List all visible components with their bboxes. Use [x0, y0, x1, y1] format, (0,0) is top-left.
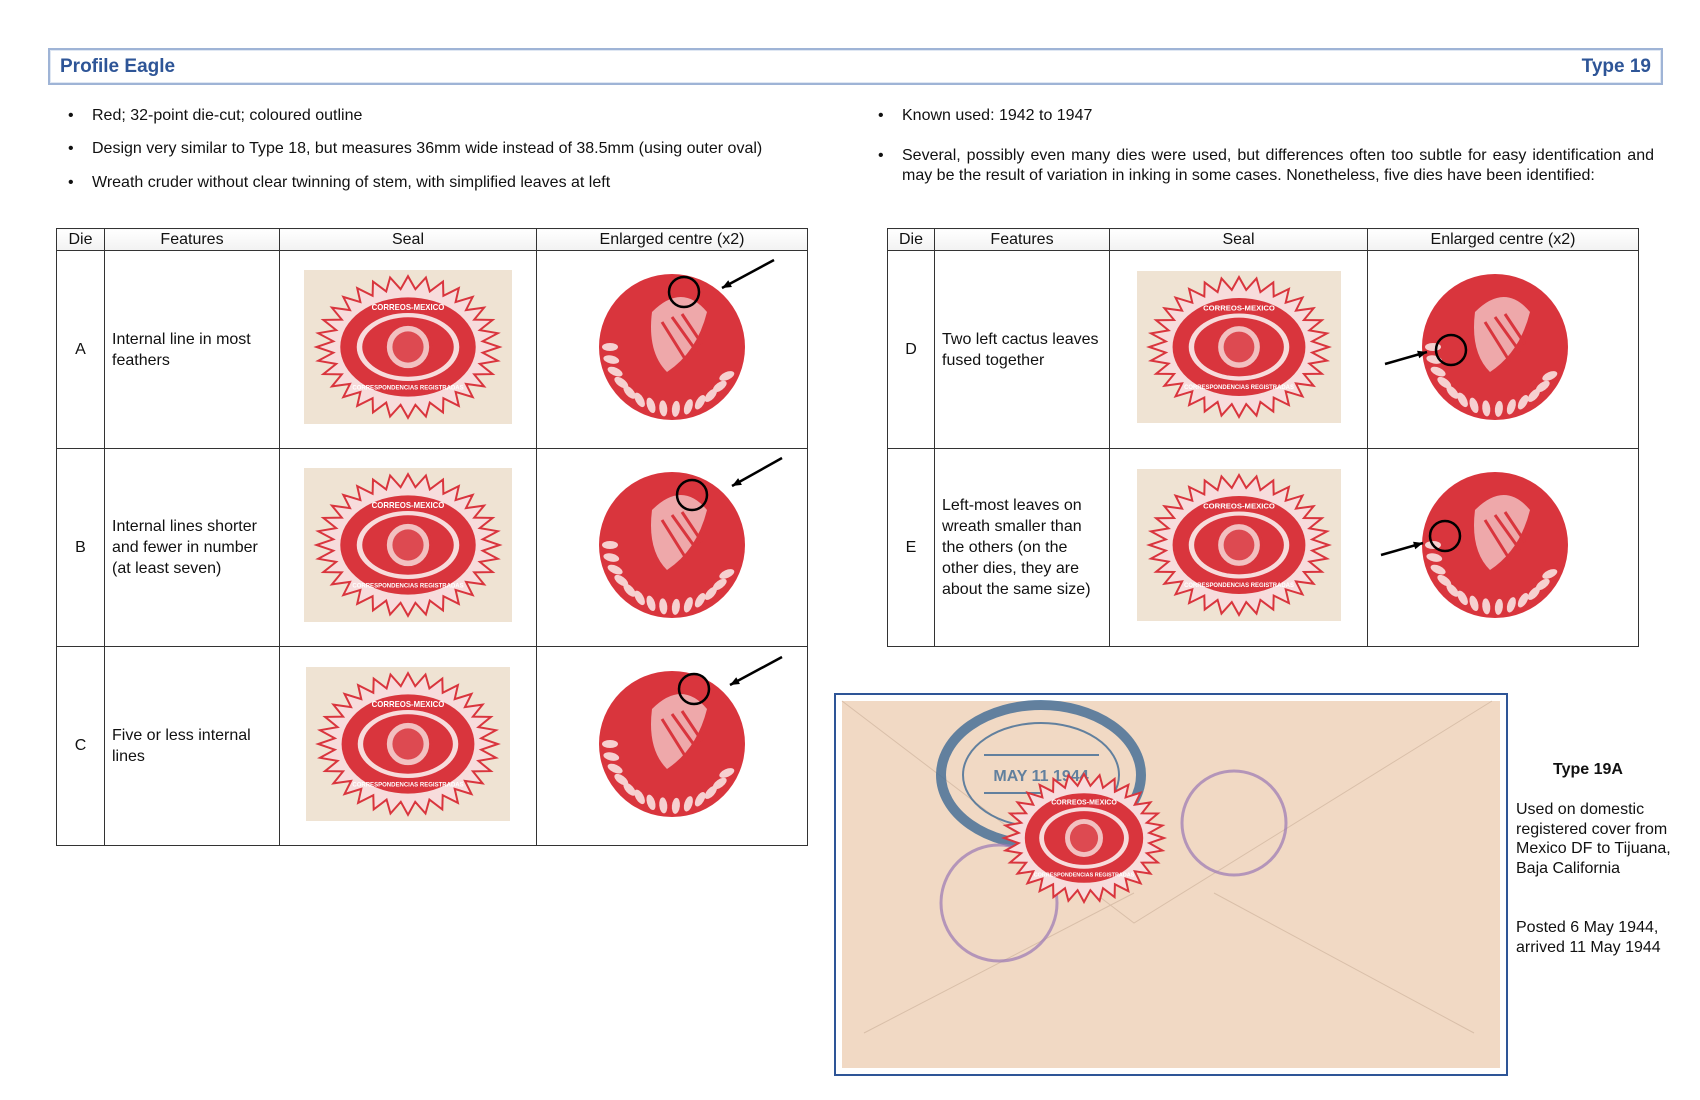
postmark-date: MAY 11 1944	[993, 768, 1088, 785]
cover-image: MAY 11 1944 CORREOS-MEXICO CORRESPONDENC…	[834, 693, 1508, 1076]
features-text: Internal line in most feathers	[104, 250, 280, 449]
bullet: Red; 32-point die-cut; coloured outline	[68, 106, 362, 126]
svg-text:CORRESPONDENCIAS REGISTRADAS: CORRESPONDENCIAS REGISTRADAS	[1034, 872, 1135, 878]
features-text: Five or less internal lines	[104, 646, 280, 846]
svg-text:CORREOS-MEXICO: CORREOS-MEXICO	[1203, 304, 1275, 313]
enlarged-centre-image	[1380, 472, 1568, 618]
svg-text:CORREOS-MEXICO: CORREOS-MEXICO	[372, 700, 445, 709]
seal-image: CORREOS-MEXICO CORRESPONDENCIAS REGISTRA…	[304, 270, 512, 424]
svg-text:CORREOS-MEXICO: CORREOS-MEXICO	[372, 501, 445, 510]
features-text: Internal lines shorter and fewer in numb…	[104, 448, 280, 647]
col-header: Seal	[279, 228, 537, 251]
die-letter: B	[56, 448, 105, 647]
col-header: Enlarged centre (x2)	[1367, 228, 1639, 251]
cover-dates: Posted 6 May 1944, arrived 11 May 1944	[1516, 919, 1661, 956]
col-header: Seal	[1109, 228, 1368, 251]
page-title: Profile Eagle	[60, 55, 176, 77]
die-letter: D	[887, 250, 935, 449]
col-header: Features	[934, 228, 1110, 251]
seal-image: CORREOS-MEXICO CORRESPONDENCIAS REGISTRA…	[1136, 469, 1341, 621]
enlarged-centre-image	[1384, 274, 1568, 420]
bullet: Wreath cruder without clear twinning of …	[68, 173, 610, 193]
svg-text:CORRESPONDENCIAS REGISTRADAS: CORRESPONDENCIAS REGISTRADAS	[352, 386, 463, 392]
seal-image: CORREOS-MEXICO CORRESPONDENCIAS REGISTRA…	[306, 666, 510, 821]
die-letter: A	[56, 250, 105, 449]
die-letter: E	[887, 448, 935, 647]
enlarged-centre-image	[599, 655, 783, 817]
enlarged-centre-image	[599, 456, 783, 618]
bullet: Design very similar to Type 18, but meas…	[68, 139, 762, 159]
type-label: Type 19	[1581, 55, 1651, 77]
bullet: Several, possibly even many dies were us…	[878, 146, 1654, 186]
features-text: Left-most leaves on wreath smaller than …	[934, 448, 1110, 647]
svg-text:CORRESPONDENCIAS REGISTRADAS: CORRESPONDENCIAS REGISTRADAS	[1184, 385, 1294, 391]
cover-title: Type 19A	[1553, 761, 1623, 778]
die-letter: C	[56, 646, 105, 846]
enlarged-centre-image	[599, 258, 775, 420]
svg-text:CORREOS-MEXICO: CORREOS-MEXICO	[1051, 800, 1117, 807]
svg-text:CORRESPONDENCIAS REGISTRADAS: CORRESPONDENCIAS REGISTRADAS	[1184, 583, 1294, 589]
col-header: Die	[887, 228, 935, 251]
page-header: Profile Eagle Type 19	[48, 48, 1663, 85]
seal-image: CORREOS-MEXICO CORRESPONDENCIAS REGISTRA…	[1136, 271, 1341, 423]
col-header: Die	[56, 228, 105, 251]
seal-image: CORREOS-MEXICO CORRESPONDENCIAS REGISTRA…	[304, 468, 512, 622]
col-header: Enlarged centre (x2)	[536, 228, 808, 251]
features-text: Two left cactus leaves fused together	[934, 250, 1110, 449]
bullet: Known used: 1942 to 1947	[878, 106, 1092, 126]
cover-description: Used on domestic registered cover from M…	[1516, 801, 1671, 877]
svg-text:CORRESPONDENCIAS REGISTRADAS: CORRESPONDENCIAS REGISTRADAS	[352, 584, 463, 590]
col-header: Features	[104, 228, 280, 251]
svg-text:CORREOS-MEXICO: CORREOS-MEXICO	[1203, 502, 1275, 511]
svg-text:CORRESPONDENCIAS REGISTRADAS: CORRESPONDENCIAS REGISTRADAS	[352, 782, 463, 788]
svg-text:CORREOS-MEXICO: CORREOS-MEXICO	[372, 303, 445, 312]
